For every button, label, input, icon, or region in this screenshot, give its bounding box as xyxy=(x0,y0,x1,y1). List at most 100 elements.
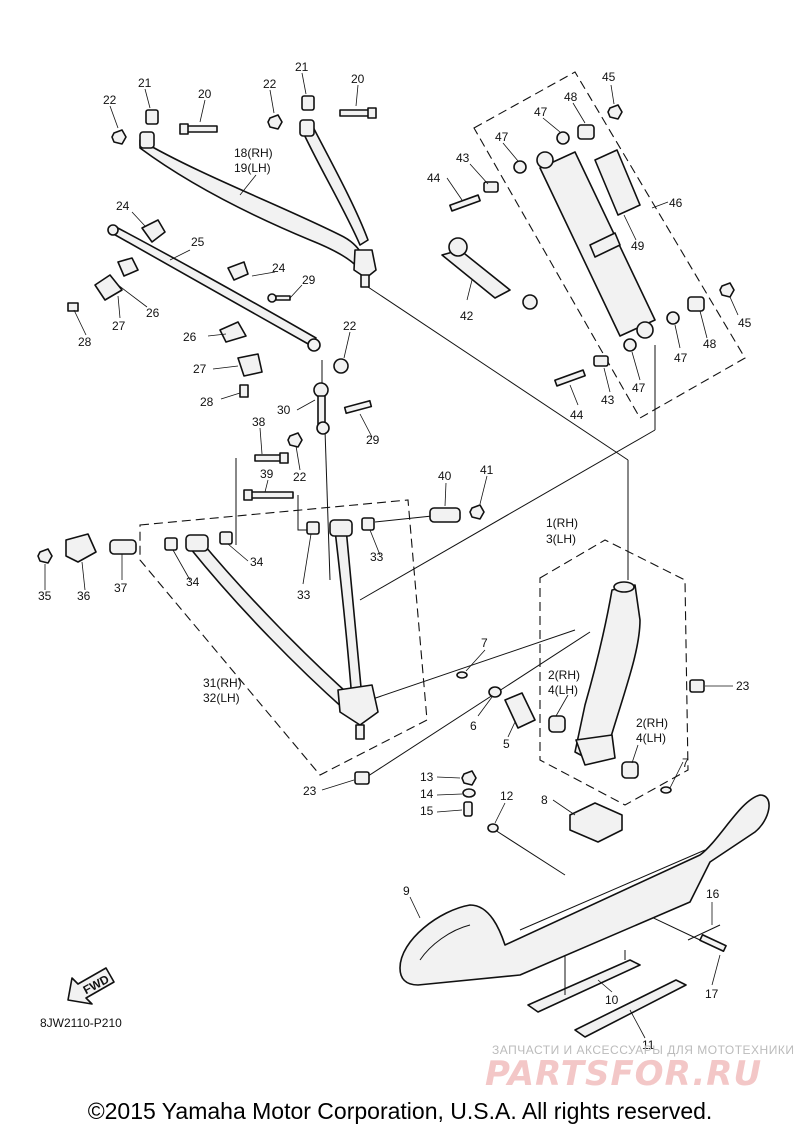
callout-38: 38 xyxy=(252,415,266,429)
bushing-34-b xyxy=(219,531,233,545)
callout-46: 46 xyxy=(669,196,683,210)
callout-43-b: 43 xyxy=(601,393,615,407)
callout-12: 12 xyxy=(500,789,514,803)
callout-21-b: 21 xyxy=(295,60,309,74)
callout-4lh-b: 4(LH) xyxy=(636,731,666,745)
callout-33-a: 33 xyxy=(297,588,311,602)
callout-47-d: 47 xyxy=(632,381,646,395)
collar-48-a xyxy=(577,124,595,140)
fwd-arrow-icon: FWD xyxy=(67,967,115,1005)
callout-9: 9 xyxy=(403,884,410,898)
callout-34-a: 34 xyxy=(186,575,200,589)
bolt-39 xyxy=(243,489,294,501)
nut-22-d xyxy=(287,432,303,448)
screw-28-b xyxy=(239,384,249,398)
lower-a-arm xyxy=(185,519,379,740)
spindle-group-outline xyxy=(539,539,689,806)
callout-labels: 1(RH) 3(LH) 2(RH) 4(LH) 2(RH) 4(LH) 5 6 … xyxy=(38,60,752,1052)
guide-27-b xyxy=(237,353,263,377)
bolt-17 xyxy=(699,933,727,953)
nut-23-b xyxy=(689,679,705,693)
callout-33-b: 33 xyxy=(370,550,384,564)
washer-6 xyxy=(488,686,502,698)
callout-34-b: 34 xyxy=(250,555,264,569)
callout-48-b: 48 xyxy=(703,337,717,351)
callout-36: 36 xyxy=(77,589,91,603)
bushing-47-d xyxy=(623,338,637,352)
callout-20-b: 20 xyxy=(351,72,365,86)
callout-39: 39 xyxy=(260,467,274,481)
connector-washer-ski xyxy=(494,829,566,876)
callout-18rh: 18(RH) xyxy=(234,146,273,160)
connector-lowerarm-ski xyxy=(361,631,591,781)
bushing-47-a xyxy=(513,160,527,174)
callout-43-a: 43 xyxy=(456,151,470,165)
callout-2rh-a: 2(RH) xyxy=(548,668,580,682)
guide-27-a xyxy=(117,257,139,277)
connector-link-lowerarm xyxy=(324,429,331,581)
watermark-caption: ЗАПЧАСТИ И АКСЕССУАРЫ ДЛЯ МОТОТЕХНИКИ xyxy=(492,1043,795,1057)
nut-22-b xyxy=(267,114,283,130)
callout-41: 41 xyxy=(480,463,494,477)
bracket-26-a xyxy=(94,274,123,301)
nut-22-c xyxy=(333,358,349,374)
shock-absorber xyxy=(536,151,656,339)
connector-upper-arm-spindle xyxy=(364,284,629,461)
callout-27-a: 27 xyxy=(112,319,126,333)
callout-19lh: 19(LH) xyxy=(234,161,271,175)
collar-5 xyxy=(504,692,536,729)
steering-link xyxy=(313,382,330,435)
callout-21-a: 21 xyxy=(138,76,152,90)
bushing-21-b xyxy=(301,95,315,111)
wear-bar-11 xyxy=(574,979,687,1038)
callout-22-b: 22 xyxy=(263,77,277,91)
lower-arm-group-outline xyxy=(139,499,428,776)
callout-47-a: 47 xyxy=(495,130,509,144)
collar-48-b xyxy=(687,296,705,312)
bolt-20-b xyxy=(339,107,377,119)
shock-absorber-group-outline xyxy=(473,71,746,419)
bushing-2a xyxy=(548,715,566,733)
bracket-36 xyxy=(65,533,97,563)
callout-3lh: 3(LH) xyxy=(546,532,576,546)
callout-47-b: 47 xyxy=(534,105,548,119)
callout-42: 42 xyxy=(460,309,474,323)
callout-22-a: 22 xyxy=(103,93,117,107)
bracket-26-b xyxy=(219,321,247,343)
callout-26-b: 26 xyxy=(183,330,197,344)
collar-15 xyxy=(463,801,473,817)
copyright-notice: ©2015 Yamaha Motor Corporation, U.S.A. A… xyxy=(87,1098,713,1124)
callout-22-d: 22 xyxy=(293,470,307,484)
nut-45-b xyxy=(719,282,735,298)
callout-17: 17 xyxy=(705,987,719,1001)
bushing-33-a xyxy=(306,521,320,535)
callout-5: 5 xyxy=(503,737,510,751)
callout-45-b: 45 xyxy=(738,316,752,330)
callout-44-b: 44 xyxy=(570,408,584,422)
callout-8: 8 xyxy=(541,793,548,807)
callout-40: 40 xyxy=(438,469,452,483)
callout-1rh: 1(RH) xyxy=(546,516,578,530)
callout-35: 35 xyxy=(38,589,52,603)
collar-37 xyxy=(109,539,137,555)
callout-29-a: 29 xyxy=(302,273,316,287)
collar-40 xyxy=(429,507,461,523)
bushing-33-b xyxy=(361,517,375,531)
callout-7-a: 7 xyxy=(481,636,488,650)
washer-14 xyxy=(462,788,476,798)
nut-23-a xyxy=(354,771,370,785)
washer-7-a xyxy=(456,671,468,679)
callout-4lh-a: 4(LH) xyxy=(548,683,578,697)
nut-13 xyxy=(461,770,477,786)
callout-47-c: 47 xyxy=(674,351,688,365)
collar-43-b xyxy=(593,355,609,367)
callout-6: 6 xyxy=(470,719,477,733)
bolt-44-b xyxy=(554,369,586,387)
washer-7-b xyxy=(660,786,672,794)
callout-20-a: 20 xyxy=(198,87,212,101)
collar-43-a xyxy=(483,181,499,193)
ski-9 xyxy=(399,794,770,986)
wear-bar-10 xyxy=(527,959,641,1013)
bushing-47-b xyxy=(556,131,570,145)
